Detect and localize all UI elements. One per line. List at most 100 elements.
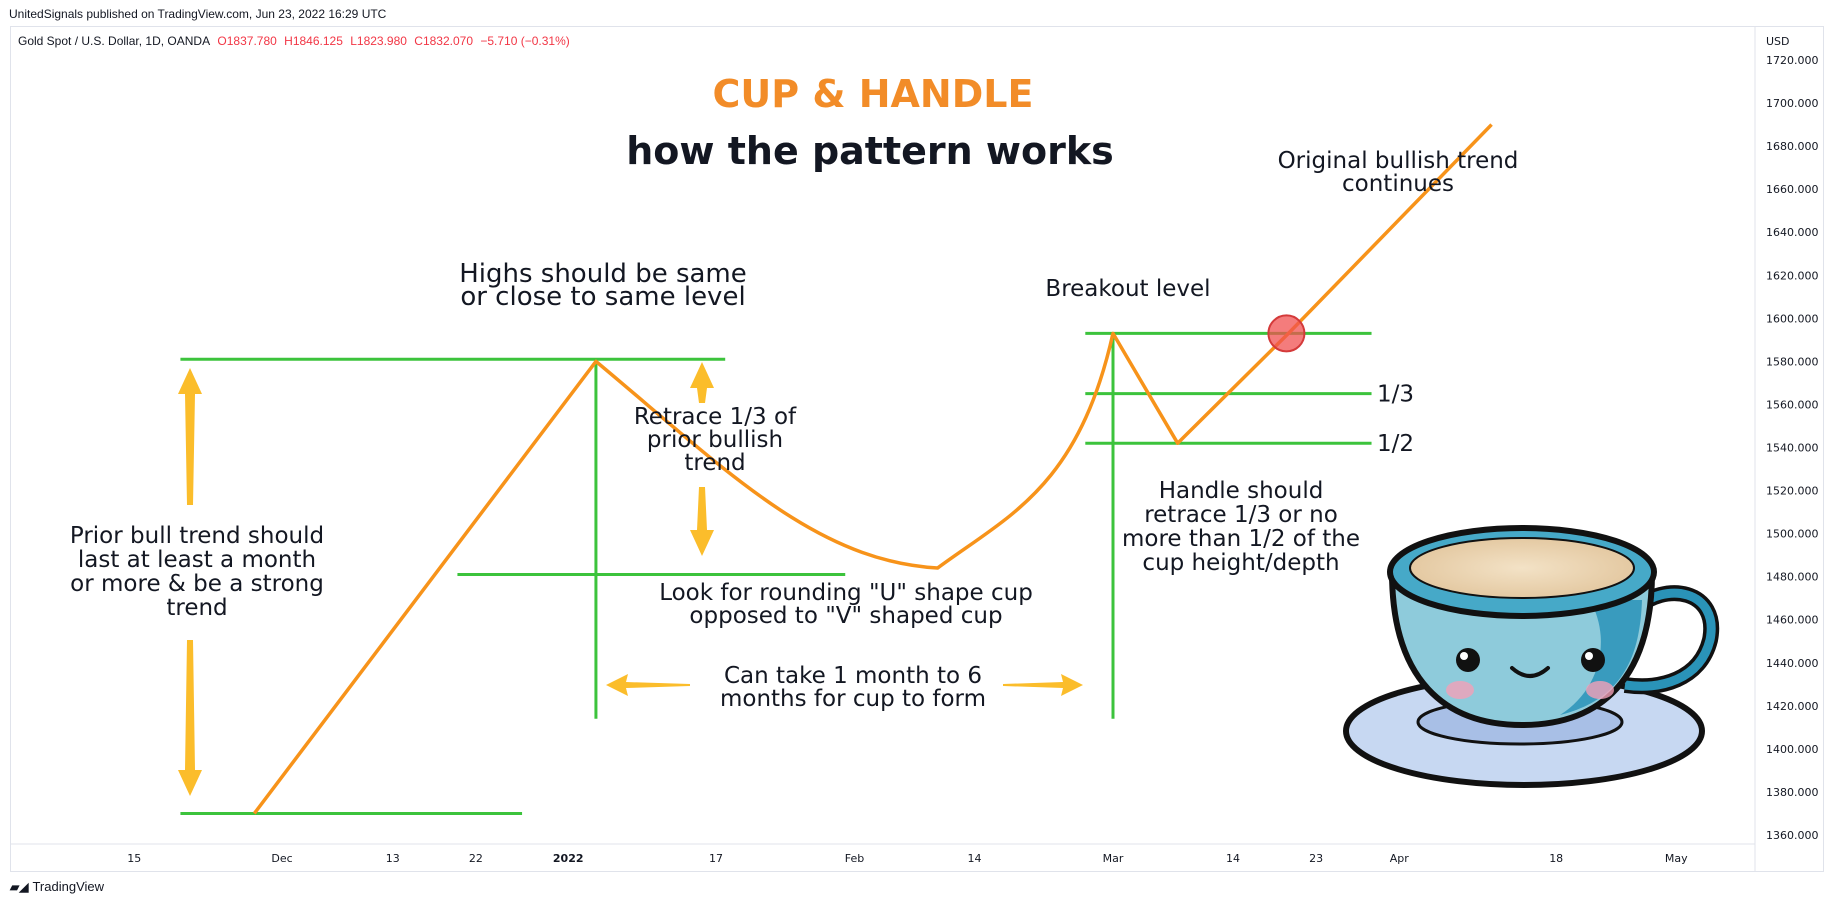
annotation-line: Highs should be same — [459, 259, 747, 289]
left-blush — [1446, 681, 1474, 699]
time-tick: Apr — [1390, 852, 1410, 865]
chart-subtitle: how the pattern works — [626, 129, 1114, 173]
time-tick: Dec — [271, 852, 292, 865]
time-tick: Mar — [1103, 852, 1124, 865]
annotation-line: or close to same level — [460, 282, 745, 312]
annotation-line: Retrace 1/3 of — [634, 404, 797, 430]
series-group — [252, 123, 1493, 815]
time-tick: 22 — [469, 852, 483, 865]
time-tick: 14 — [968, 852, 982, 865]
level-labels: 1/3 1/2 — [1377, 382, 1414, 458]
time-tick: 2022 — [553, 852, 584, 865]
change-value: −5.710 (−0.31%) — [480, 34, 570, 48]
time-tick: 18 — [1549, 852, 1563, 865]
annotation-line: continues — [1342, 171, 1454, 197]
annotation-line: Look for rounding "U" shape cup — [659, 580, 1033, 606]
footer-brand[interactable]: TradingView — [32, 879, 105, 894]
price-axis: 1720.0001700.0001680.0001660.0001640.000… — [1766, 54, 1819, 842]
symbol-label: Gold Spot / U.S. Dollar, 1D, OANDA — [18, 34, 211, 48]
annotation-line: Original bullish trend — [1278, 148, 1519, 174]
left-eye-shine — [1460, 652, 1468, 660]
chart-title: CUP & HANDLE — [713, 72, 1034, 116]
smile — [1510, 666, 1550, 678]
annotation-line: prior bullish — [647, 427, 783, 453]
annotation-breakout: Breakout level — [1045, 276, 1210, 302]
price-tick: 1700.000 — [1766, 97, 1819, 110]
open-value: O1837.780 — [217, 34, 277, 48]
annotation-line: retrace 1/3 or no — [1144, 502, 1338, 528]
low-value: L1823.980 — [350, 34, 407, 48]
close-value: C1832.070 — [414, 34, 474, 48]
arrows-group — [178, 362, 1083, 796]
currency-label: USD — [1766, 35, 1790, 48]
price-path — [252, 123, 1493, 815]
annotation-line: or more & be a strong — [70, 571, 324, 597]
right-blush — [1586, 681, 1614, 699]
time-tick: 15 — [127, 852, 141, 865]
price-tick: 1380.000 — [1766, 786, 1819, 799]
annotation-line: last at least a month — [78, 547, 316, 573]
price-tick: 1620.000 — [1766, 269, 1819, 282]
price-tick: 1520.000 — [1766, 485, 1819, 498]
price-tick: 1480.000 — [1766, 571, 1819, 584]
time-tick: 23 — [1309, 852, 1323, 865]
cup-handle-fill — [1624, 588, 1716, 691]
annotation-line: more than 1/2 of the — [1122, 526, 1360, 552]
up-arrow — [178, 368, 202, 505]
annotation-line: cup height/depth — [1142, 550, 1339, 576]
time-tick: 14 — [1226, 852, 1240, 865]
annotation-line: trend — [684, 450, 745, 476]
level-label: 1/3 — [1377, 382, 1414, 408]
annotation-line: Can take 1 month to 6 — [724, 663, 982, 689]
time-tick: Feb — [845, 852, 864, 865]
down-arrow — [690, 487, 714, 556]
ohlc-legend: Gold Spot / U.S. Dollar, 1D, OANDA O1837… — [18, 34, 574, 48]
teacup-illustration — [1343, 525, 1720, 788]
coffee — [1409, 537, 1635, 599]
price-tick: 1560.000 — [1766, 398, 1819, 411]
right-eye — [1581, 648, 1605, 672]
price-tick: 1360.000 — [1766, 829, 1819, 842]
right-arrow — [1003, 674, 1083, 696]
annotation-line: months for cup to form — [720, 686, 986, 712]
time-tick: 17 — [709, 852, 723, 865]
left-eye — [1456, 648, 1480, 672]
up-arrow — [690, 362, 714, 403]
publish-info: UnitedSignals published on TradingView.c… — [9, 7, 387, 21]
price-tick: 1500.000 — [1766, 528, 1819, 541]
chart-frame — [10, 26, 1824, 872]
price-tick: 1640.000 — [1766, 226, 1819, 239]
level-label: 1/2 — [1377, 431, 1414, 457]
price-tick: 1580.000 — [1766, 355, 1819, 368]
tradingview-logo-icon: ▰◢ — [10, 879, 29, 894]
time-tick: 13 — [386, 852, 400, 865]
price-tick: 1420.000 — [1766, 700, 1819, 713]
level-lines — [180, 331, 1372, 815]
high-value: H1846.125 — [284, 34, 343, 48]
annotation-line: Prior bull trend should — [70, 523, 324, 549]
price-tick: 1720.000 — [1766, 54, 1819, 67]
price-tick: 1660.000 — [1766, 183, 1819, 196]
price-tick: 1440.000 — [1766, 657, 1819, 670]
price-tick: 1460.000 — [1766, 614, 1819, 627]
down-arrow — [178, 640, 202, 796]
breakout-point — [1267, 314, 1306, 353]
left-arrow — [606, 674, 690, 696]
price-tick: 1540.000 — [1766, 442, 1819, 455]
annotation-line: opposed to "V" shaped cup — [689, 603, 1002, 629]
annotation-line: Handle should — [1159, 478, 1324, 504]
price-tick: 1600.000 — [1766, 312, 1819, 325]
annotation-line: Breakout level — [1045, 276, 1210, 302]
annotation-line: trend — [166, 595, 227, 621]
footer: ▰◢ TradingView — [10, 879, 104, 894]
price-tick: 1400.000 — [1766, 743, 1819, 756]
